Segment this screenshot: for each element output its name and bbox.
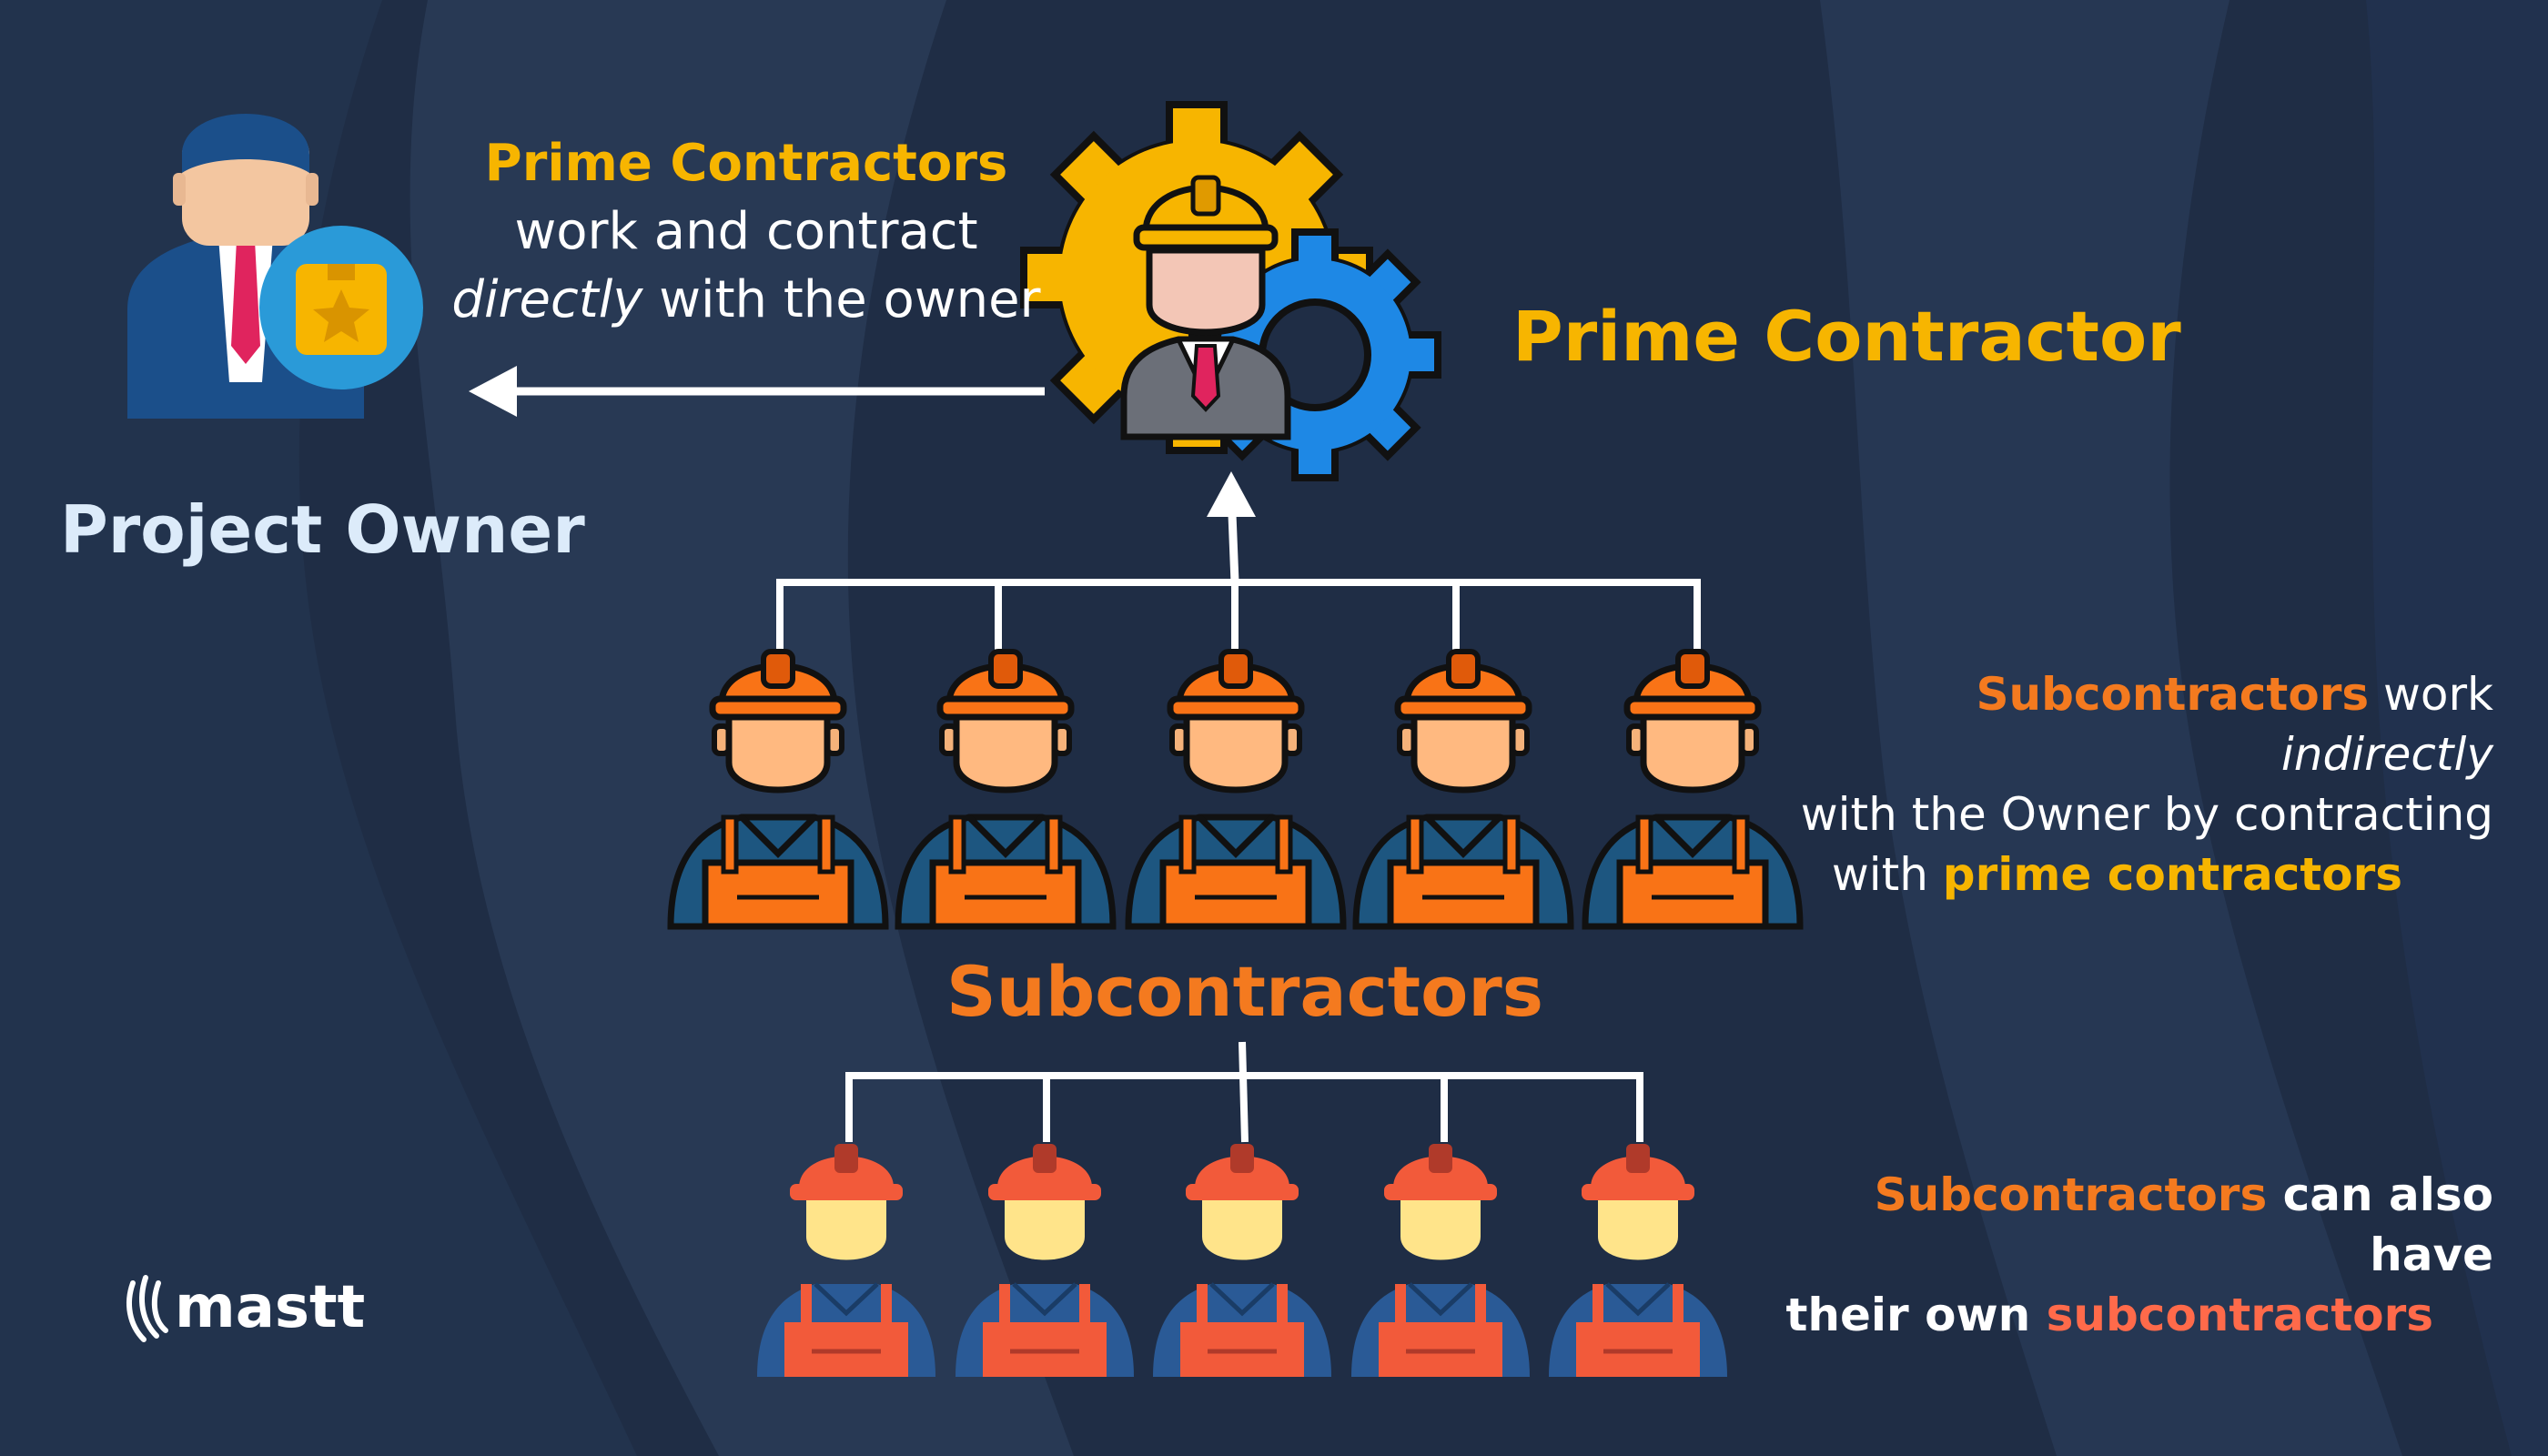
engineer-with-gears-icon — [1020, 101, 1441, 481]
construction-worker-icon — [898, 652, 1113, 926]
connector-sub-subcontractors — [845, 1041, 1643, 1143]
project-owner-label: Project Owner — [60, 491, 585, 568]
brand-name: mastt — [175, 1274, 366, 1341]
caption-line: Subcontractors work indirectly — [1976, 668, 2493, 781]
subcontractors-caption: Subcontractors work indirectly with the … — [1774, 664, 2493, 905]
arrow-subs-to-prime — [1228, 513, 1239, 583]
sub-subcontractors-caption: Subcontractors can also have their own s… — [1774, 1165, 2493, 1345]
prime-contractors-caption: Prime Contractors work and contract dire… — [446, 129, 1046, 334]
construction-worker-icon — [1549, 1144, 1727, 1377]
subcontractors-label: Subcontractors — [946, 951, 1544, 1032]
construction-worker-icon — [1351, 1144, 1530, 1377]
construction-worker-icon — [1585, 652, 1800, 926]
caption-line: with prime contractors — [1831, 848, 2402, 901]
caption-line: their own subcontractors — [1785, 1289, 2433, 1341]
construction-worker-icon — [1356, 652, 1571, 926]
construction-worker-icon — [671, 652, 885, 926]
caption-line: Subcontractors can also have — [1874, 1168, 2493, 1281]
caption-text: directly with the owner — [451, 270, 1041, 329]
mastt-logo-icon — [126, 1275, 168, 1342]
construction-worker-icon — [1128, 652, 1343, 926]
caption-highlight: Prime Contractors — [484, 134, 1008, 193]
caption-text: work and contract — [514, 202, 978, 261]
caption-line: with the Owner by contracting — [1800, 788, 2493, 841]
connector-subcontractors — [776, 579, 1701, 655]
sub-subcontractor-row — [757, 1144, 1727, 1377]
subcontractor-row — [671, 652, 1800, 926]
businessman-with-star-badge-icon — [127, 114, 423, 419]
construction-worker-icon — [757, 1144, 935, 1377]
construction-worker-icon — [956, 1144, 1134, 1377]
construction-worker-icon — [1153, 1144, 1331, 1377]
prime-contractor-label: Prime Contractor — [1512, 296, 2181, 377]
